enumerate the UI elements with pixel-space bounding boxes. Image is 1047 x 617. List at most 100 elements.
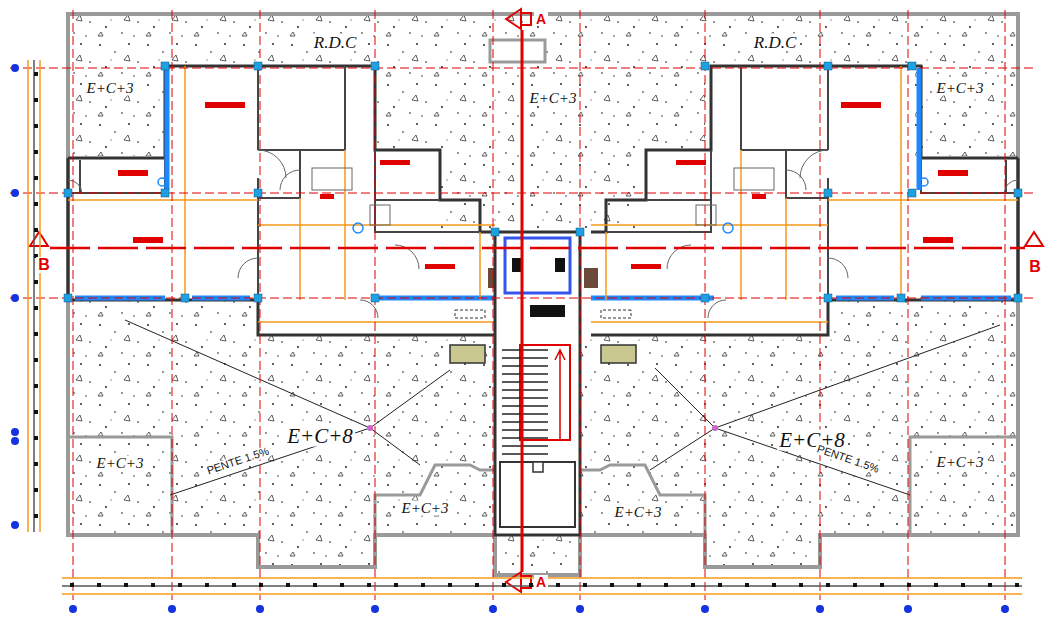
roof-niche (490, 40, 545, 62)
axis-line (820, 10, 821, 600)
section-letter: B (1027, 259, 1043, 275)
column (161, 189, 169, 197)
stair-tread (502, 381, 548, 383)
dimension-tick (97, 583, 101, 587)
column (254, 62, 262, 70)
dimension-tick (232, 583, 236, 587)
dimension-tick (367, 583, 371, 587)
dimension-tick (34, 332, 38, 336)
dimension-tick (664, 583, 668, 587)
axis-line (172, 10, 173, 600)
dimension-tick (583, 583, 587, 587)
dimension-tick (34, 410, 38, 414)
dimension-tick (34, 150, 38, 154)
axis-dot (576, 605, 584, 613)
axis-line (1005, 10, 1006, 600)
stair-tread (502, 405, 548, 407)
dimension-tick (34, 280, 38, 284)
stair-tread (502, 413, 548, 415)
stair-landing (500, 462, 575, 527)
dimension-tick (34, 124, 38, 128)
dimension-tick (313, 583, 317, 587)
axis-dot (1001, 605, 1009, 613)
dimension-tick (34, 228, 38, 232)
level-label: E+C+8 (285, 426, 355, 447)
dimension-tick (34, 436, 38, 440)
dimension-tick (610, 583, 614, 587)
elevator-part (555, 258, 565, 272)
dimension-tick (70, 583, 74, 587)
level-label: E+C+3 (935, 455, 986, 470)
axis-dot (11, 294, 19, 302)
section-letter: A (534, 12, 548, 26)
stair-tread (502, 397, 548, 399)
stair-tread (502, 429, 548, 431)
stair-tread (502, 453, 548, 455)
axis-dot (816, 605, 824, 613)
dimension-line (39, 60, 41, 532)
dimension-lines (11, 60, 1022, 613)
stair-tread (502, 445, 548, 447)
dimension-tick (151, 583, 155, 587)
axis-dot (168, 605, 176, 613)
column (701, 294, 709, 302)
stair-core (495, 232, 580, 535)
dimension-tick (124, 583, 128, 587)
axis-line (705, 10, 706, 600)
axis-dot (11, 64, 19, 72)
axis-dot (904, 605, 912, 613)
axis-line (260, 10, 261, 600)
column (371, 294, 379, 302)
column (908, 62, 916, 70)
axis-line (73, 10, 74, 600)
dimension-tick (772, 583, 776, 587)
drain-point (367, 425, 373, 431)
stair-tread (502, 373, 548, 375)
roof-outline (68, 14, 1018, 575)
dimension-tick (826, 583, 830, 587)
axis-line (375, 10, 376, 600)
dimension-tick (34, 72, 38, 76)
dimension-tick (907, 583, 911, 587)
axis-dot (11, 428, 19, 436)
stair-arrow (555, 350, 565, 440)
axis-dot (11, 521, 19, 529)
section-marker (30, 232, 48, 246)
section-line-b (50, 247, 1025, 250)
dimension-tick (421, 583, 425, 587)
level-label: E+C+3 (85, 81, 136, 96)
dimension-tick (961, 583, 965, 587)
axis-dot (69, 605, 77, 613)
column (64, 294, 72, 302)
dimension-tick (178, 583, 182, 587)
dimension-tick (502, 583, 506, 587)
dimension-tick (205, 583, 209, 587)
stair-tread (502, 357, 548, 359)
axis-dot (701, 605, 709, 613)
dimension-tick (475, 583, 479, 587)
level-label: R.D.C (752, 34, 799, 51)
dimension-tick (718, 583, 722, 587)
column (1014, 294, 1022, 302)
dimension-tick (34, 462, 38, 466)
dimension-line (27, 60, 29, 532)
section-marker (506, 9, 531, 29)
axis-dot (256, 605, 264, 613)
plan-half-right (584, 66, 1018, 363)
elevator-shaft (505, 238, 570, 293)
level-label: E+C+3 (935, 81, 986, 96)
plan-half-left (68, 66, 502, 363)
axis-line (493, 10, 494, 600)
section-marker (1025, 232, 1043, 246)
dimension-line (33, 60, 35, 532)
stair-tread (502, 389, 548, 391)
dimension-tick (853, 583, 857, 587)
stair-tread (502, 349, 548, 351)
axis-dot (11, 437, 19, 445)
dimension-tick (691, 583, 695, 587)
dimension-tick (34, 514, 38, 518)
dimension-tick (340, 583, 344, 587)
dimension-tick (34, 384, 38, 388)
